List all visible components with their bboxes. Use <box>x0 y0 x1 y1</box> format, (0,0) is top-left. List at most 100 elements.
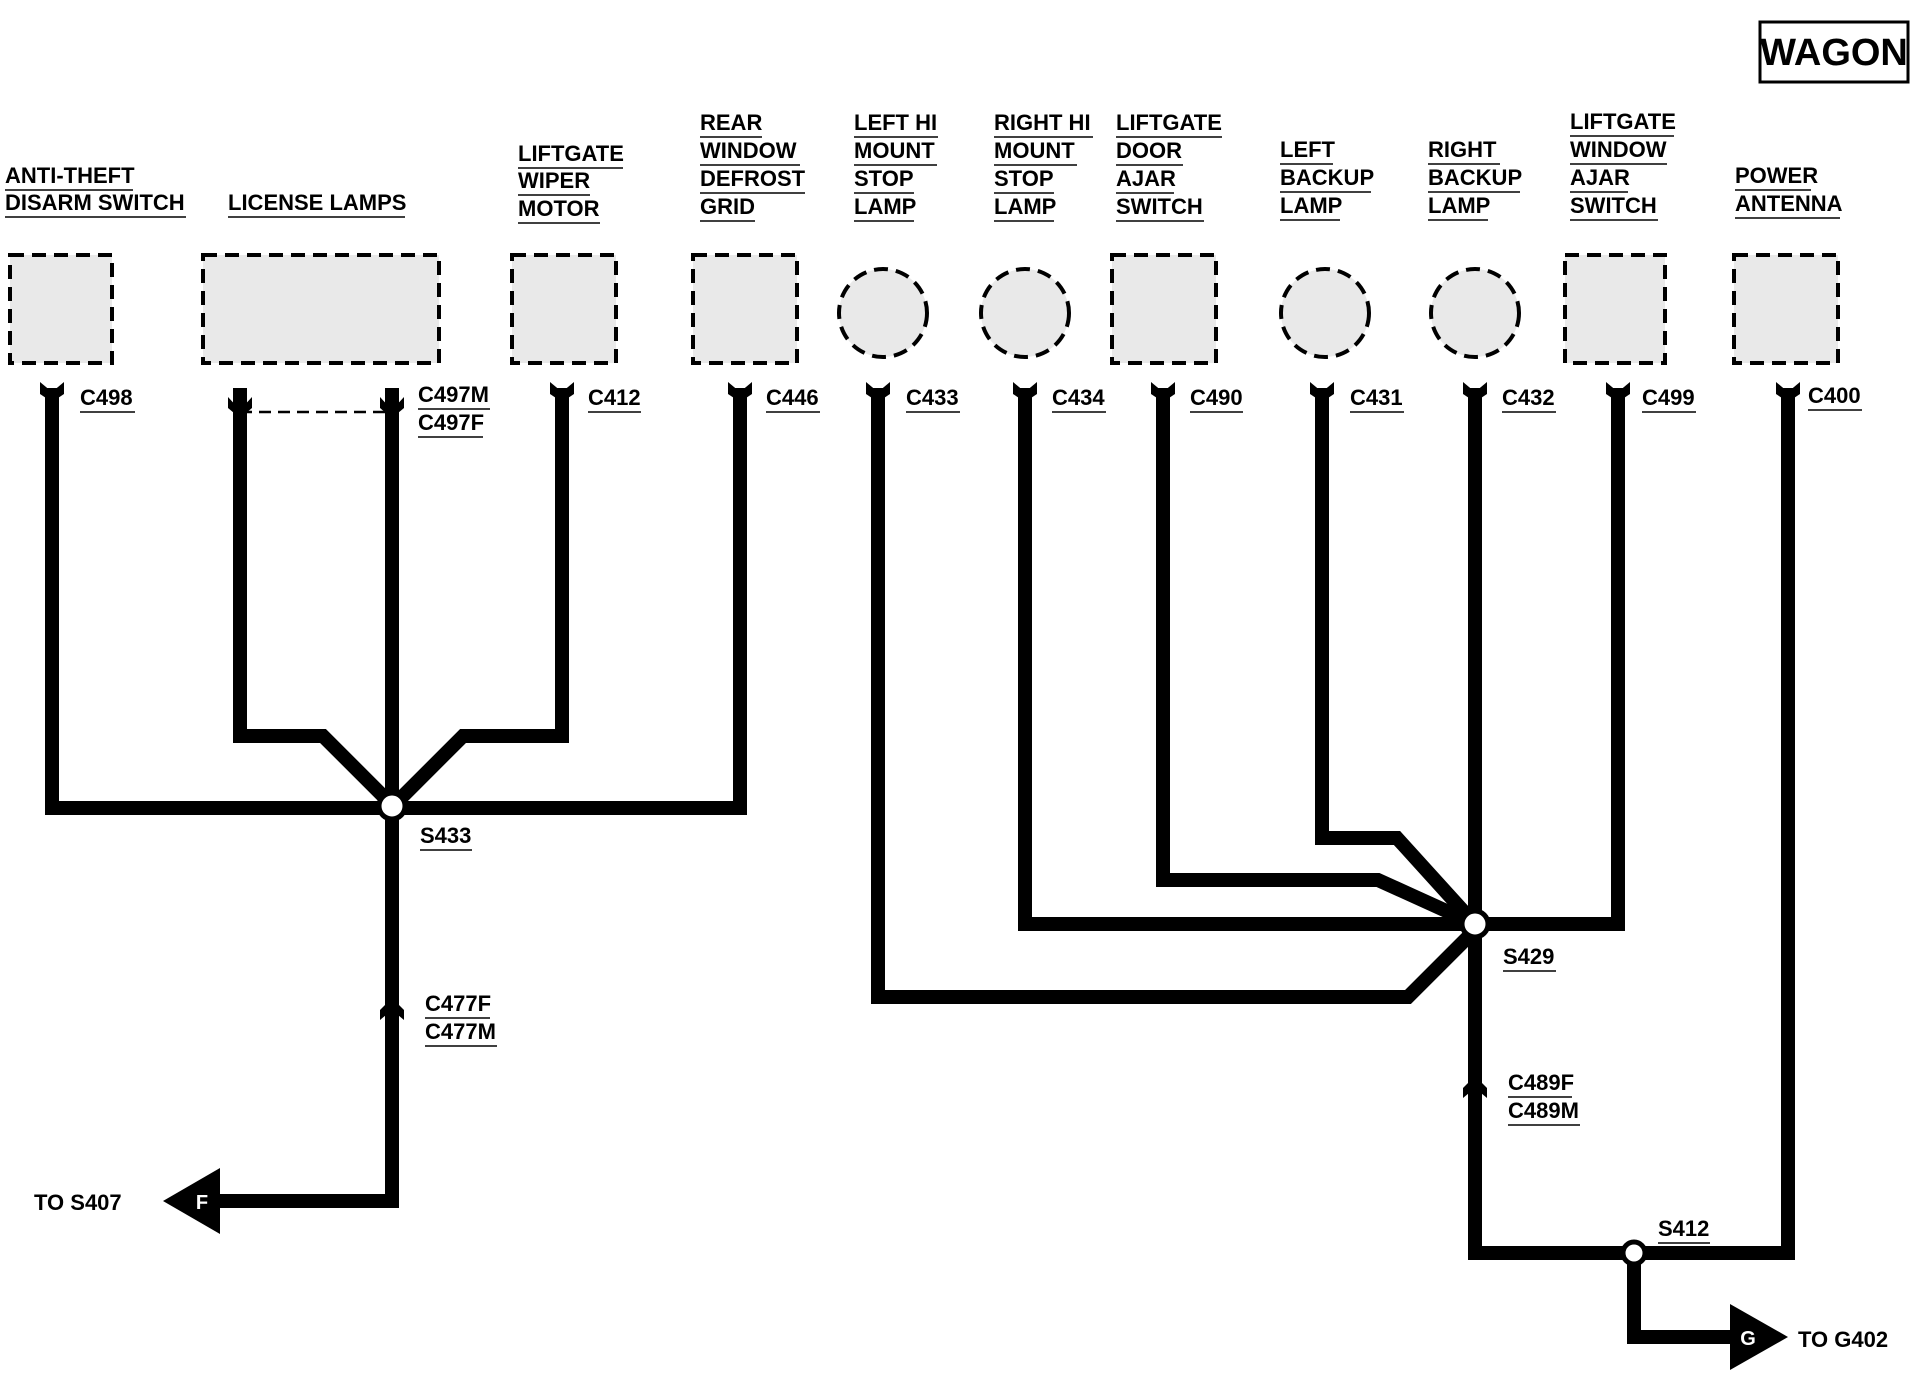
terminal-c433 <box>866 382 890 402</box>
terminal-c400 <box>1776 382 1800 402</box>
right-hi-mount-label-2: MOUNT <box>994 138 1075 163</box>
wire-s433-to-s407 <box>195 808 399 1208</box>
connector-c498-label: C498 <box>80 385 133 410</box>
splice-s412-label: S412 <box>1658 1216 1709 1241</box>
wires <box>45 388 1795 1344</box>
right-hi-mount-label-3: STOP <box>994 166 1054 191</box>
liftgate-wiper-label-1: LIFTGATE <box>518 141 624 166</box>
left-backup-label-2: BACKUP <box>1280 165 1374 190</box>
wire-right-backup <box>1468 388 1795 1260</box>
rear-defrost-label-4: GRID <box>700 194 755 219</box>
liftgate-window-component <box>1563 253 1667 365</box>
anti-theft-label-2: DISARM SWITCH <box>5 190 185 215</box>
wire-left-hi-mount <box>871 388 1480 1004</box>
terminal-c499 <box>1606 382 1630 402</box>
license-lamps-label: LICENSE LAMPS <box>228 190 406 215</box>
connector-c489f-label: C489F <box>1508 1070 1574 1095</box>
rear-defrost-label-2: WINDOW <box>700 138 797 163</box>
connector-c477m-label: C477M <box>425 1019 496 1044</box>
connector-c497f-label: C497F <box>418 410 484 435</box>
right-hi-mount-lamp-component <box>979 267 1071 359</box>
terminal-c434 <box>1013 382 1037 402</box>
connector-c412-label: C412 <box>588 385 641 410</box>
right-hi-mount-label-1: RIGHT HI <box>994 110 1091 135</box>
splices <box>376 790 1648 1267</box>
liftgate-door-label-1: LIFTGATE <box>1116 110 1222 135</box>
connector-c434-label: C434 <box>1052 385 1105 410</box>
terminal-c412 <box>550 382 574 402</box>
terminal-c431 <box>1310 382 1334 402</box>
flag-g-arrow <box>1730 1304 1788 1370</box>
right-backup-label-1: RIGHT <box>1428 137 1497 162</box>
right-hi-mount-label-4: LAMP <box>994 194 1056 219</box>
connector-c431-label: C431 <box>1350 385 1403 410</box>
terminal-c432 <box>1463 382 1487 402</box>
rear-defrost-label-3: DEFROST <box>700 166 806 191</box>
splice-s433-label: S433 <box>420 823 471 848</box>
connector-labels: C498 C497M C497F C412 C446 C433 C434 C49… <box>80 382 1862 1126</box>
rear-defrost-label-1: REAR <box>700 110 762 135</box>
left-hi-mount-label-4: LAMP <box>854 194 916 219</box>
liftgate-door-label-4: SWITCH <box>1116 194 1203 219</box>
liftgate-window-label-2: WINDOW <box>1570 137 1667 162</box>
wire-s412-to-g402 <box>1627 1253 1738 1344</box>
left-hi-mount-label-2: MOUNT <box>854 138 935 163</box>
wire-liftgate-window <box>1475 388 1625 931</box>
liftgate-window-label-1: LIFTGATE <box>1570 109 1676 134</box>
power-antenna-label-2: ANTENNA <box>1735 191 1843 216</box>
terminal-c477 <box>380 998 404 1020</box>
to-s407-label: TO S407 <box>34 1190 122 1215</box>
liftgate-window-label-4: SWITCH <box>1570 193 1657 218</box>
wire-left-backup <box>1315 388 1481 929</box>
terminal-c489 <box>1463 1076 1487 1098</box>
liftgate-wiper-label-3: MOTOR <box>518 196 600 221</box>
left-backup-label-3: LAMP <box>1280 193 1342 218</box>
connector-c489m-label: C489M <box>1508 1098 1579 1123</box>
diagram-title: WAGON <box>1760 32 1908 74</box>
anti-theft-component <box>8 253 114 365</box>
connector-c446-label: C446 <box>766 385 819 410</box>
anti-theft-label-1: ANTI-THEFT <box>5 163 135 188</box>
connector-c433-label: C433 <box>906 385 959 410</box>
license-lamps-component <box>201 253 441 365</box>
liftgate-door-label-3: AJAR <box>1116 166 1176 191</box>
liftgate-door-component <box>1110 253 1218 365</box>
power-antenna-label-1: POWER <box>1735 163 1818 188</box>
title-box <box>1758 20 1910 84</box>
wire-liftgate-wiper <box>388 388 569 811</box>
right-backup-label-3: LAMP <box>1428 193 1490 218</box>
flag-f-letter: F <box>196 1192 208 1214</box>
terminal-c446 <box>728 382 752 402</box>
to-g402-label: TO G402 <box>1798 1327 1888 1352</box>
component-labels: ANTI-THEFT DISARM SWITCH LICENSE LAMPS L… <box>5 109 1843 224</box>
wire-right-hi-mount <box>1018 388 1475 931</box>
right-backup-lamp-component <box>1429 267 1521 359</box>
left-hi-mount-lamp-component <box>837 267 929 359</box>
splice-labels: S433 S429 S412 <box>420 823 1710 1244</box>
terminal-c497-right <box>380 397 404 418</box>
left-hi-mount-label-1: LEFT HI <box>854 110 937 135</box>
connector-c400-label: C400 <box>1808 383 1861 408</box>
splice-s433 <box>376 790 408 822</box>
connector-c477f-label: C477F <box>425 991 491 1016</box>
splice-s429 <box>1459 908 1491 940</box>
wire-license-left <box>233 388 398 811</box>
right-backup-label-2: BACKUP <box>1428 165 1522 190</box>
connector-c432-label: C432 <box>1502 385 1555 410</box>
left-hi-mount-label-3: STOP <box>854 166 914 191</box>
rear-defrost-component <box>691 253 799 365</box>
liftgate-window-label-3: AJAR <box>1570 165 1630 190</box>
left-backup-lamp-component <box>1279 267 1371 359</box>
component-shapes <box>8 253 1840 365</box>
terminal-c498 <box>40 382 64 402</box>
power-antenna-component <box>1732 253 1840 365</box>
liftgate-door-label-2: DOOR <box>1116 138 1182 163</box>
liftgate-wiper-label-2: WIPER <box>518 168 590 193</box>
splice-s412 <box>1620 1239 1648 1267</box>
connector-c490-label: C490 <box>1190 385 1243 410</box>
connector-c499-label: C499 <box>1642 385 1695 410</box>
left-backup-label-1: LEFT <box>1280 137 1336 162</box>
destination-s407: F TO S407 <box>34 1168 220 1234</box>
splice-s429-label: S429 <box>1503 944 1554 969</box>
